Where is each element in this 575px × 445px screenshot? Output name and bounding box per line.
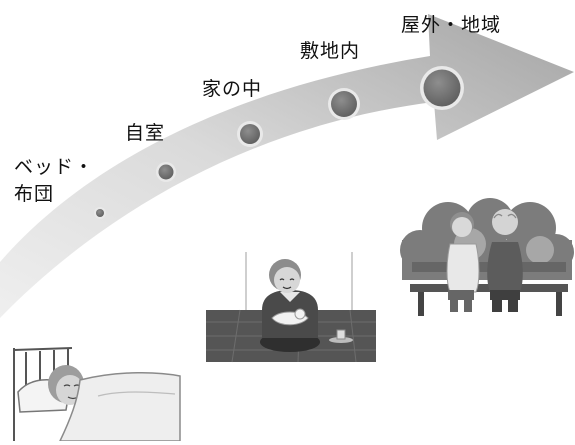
stage-dot-own-room — [156, 162, 176, 182]
stage-label-own-room: 自室 — [125, 122, 166, 144]
stage-label-inside-house: 家の中 — [202, 78, 263, 100]
bedridden-person-illustration — [13, 347, 181, 442]
stage-dot-outdoors-community — [420, 66, 464, 110]
stage-label-outdoors-community: 屋外・地域 — [401, 14, 502, 36]
stage-dot-inside-house — [237, 121, 263, 147]
stage-dot-bed — [94, 207, 106, 219]
stage-label-premises: 敷地内 — [300, 40, 361, 62]
stage-dot-premises — [328, 88, 360, 120]
person-sitting-indoors-with-cat-illustration — [206, 250, 376, 363]
elderly-couple-on-park-bench-illustration — [400, 198, 574, 316]
stage-label-bed-line1: ベッド・ — [14, 156, 95, 178]
stage-label-bed-line2: 布団 — [14, 183, 55, 205]
